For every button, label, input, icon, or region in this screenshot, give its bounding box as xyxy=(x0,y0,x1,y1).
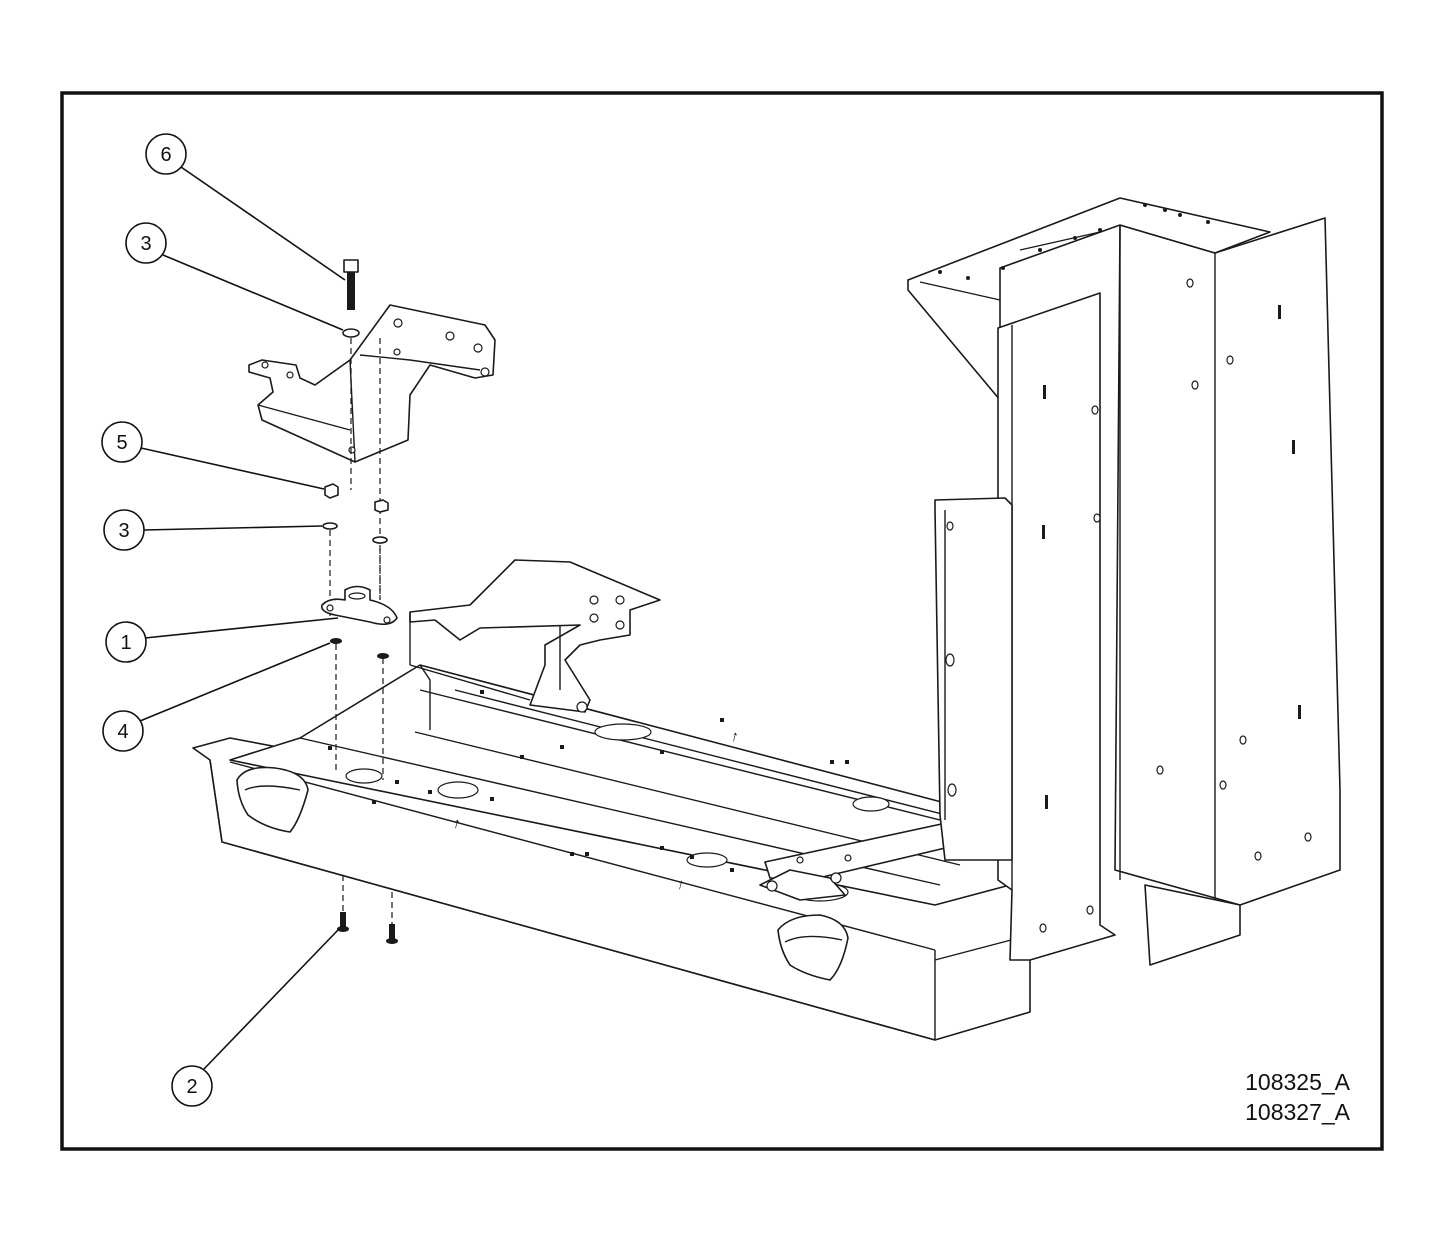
callout-3-top: 3 xyxy=(125,222,344,331)
svg-text:↑: ↑ xyxy=(451,814,462,832)
svg-text:2: 2 xyxy=(186,1076,197,1098)
callout-2: 2 xyxy=(171,929,339,1107)
callout-1: 1 xyxy=(105,617,339,663)
svg-text:3: 3 xyxy=(140,233,151,255)
svg-text:↑: ↑ xyxy=(729,727,740,745)
callout-6: 6 xyxy=(145,133,346,281)
svg-text:1: 1 xyxy=(120,632,131,654)
bottom-bolt-parts xyxy=(337,875,398,944)
mount-part xyxy=(320,585,398,626)
callout-5: 5 xyxy=(101,421,325,490)
callout-3-middle: 3 xyxy=(103,509,323,551)
upright-tower xyxy=(907,197,1341,966)
svg-text:4: 4 xyxy=(117,721,128,743)
bolt-part xyxy=(342,259,360,338)
chassis-base: ↑ ↑ ↑ xyxy=(192,664,1031,1041)
svg-text:↑: ↑ xyxy=(675,875,686,893)
svg-text:3: 3 xyxy=(118,520,129,542)
callout-4: 4 xyxy=(102,642,331,752)
svg-text:5: 5 xyxy=(116,432,127,454)
drawing-id-1: 108325_A xyxy=(1245,1069,1351,1095)
drawing-frame xyxy=(60,91,1384,1151)
svg-text:6: 6 xyxy=(160,144,171,166)
drawing-id-2: 108327_A xyxy=(1245,1099,1351,1125)
upper-bracket xyxy=(248,304,496,463)
center-bracket xyxy=(409,559,661,713)
nut-parts xyxy=(322,483,389,544)
